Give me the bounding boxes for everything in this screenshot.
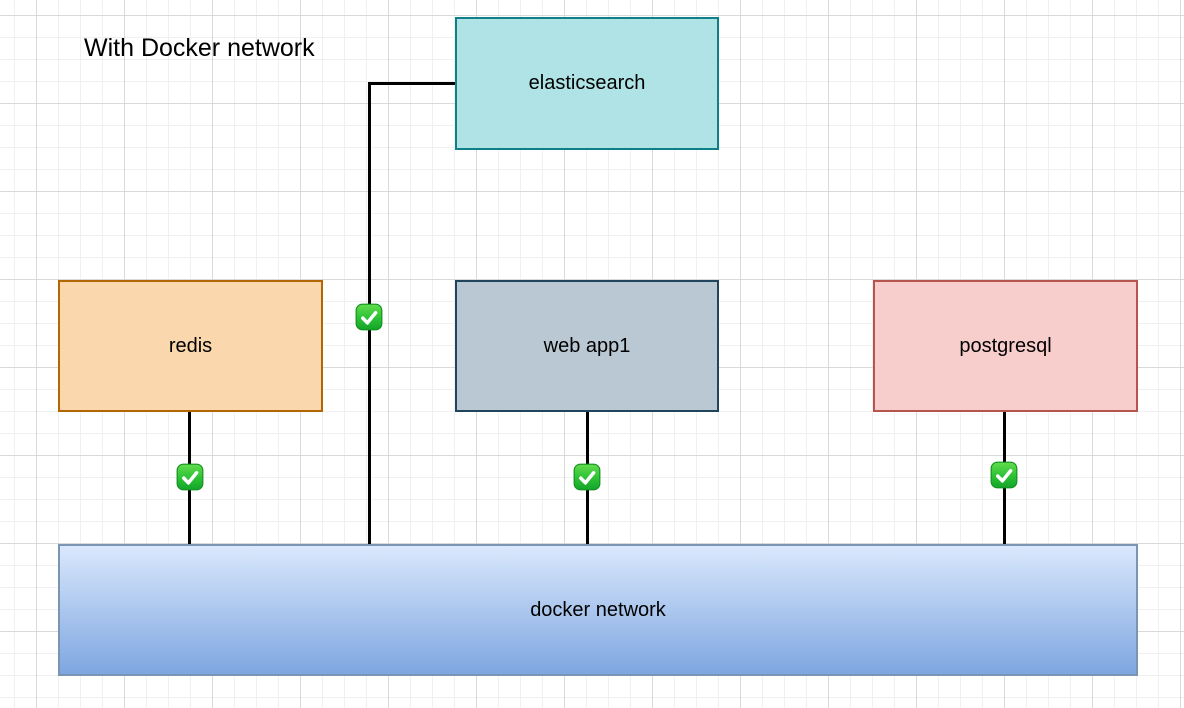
edge-elasticsearch-docker-network-horizontal	[368, 82, 456, 85]
check-mark-button-icon	[355, 303, 383, 331]
check-mark-button-icon	[176, 463, 204, 491]
node-postgresql-label: postgresql	[959, 334, 1052, 357]
node-docker-network-label: docker network	[530, 598, 666, 621]
node-elasticsearch: elasticsearch	[455, 17, 719, 150]
node-webapp1-label: web app1	[543, 334, 631, 357]
diagram-title: With Docker network	[84, 34, 315, 62]
node-redis: redis	[58, 280, 323, 412]
node-webapp1: web app1	[455, 280, 719, 412]
node-redis-label: redis	[168, 334, 213, 357]
check-mark-button-icon	[990, 461, 1018, 489]
node-postgresql: postgresql	[873, 280, 1138, 412]
check-mark-button-icon	[573, 463, 601, 491]
node-docker-network: docker network	[58, 544, 1138, 676]
node-elasticsearch-label: elasticsearch	[528, 72, 646, 94]
